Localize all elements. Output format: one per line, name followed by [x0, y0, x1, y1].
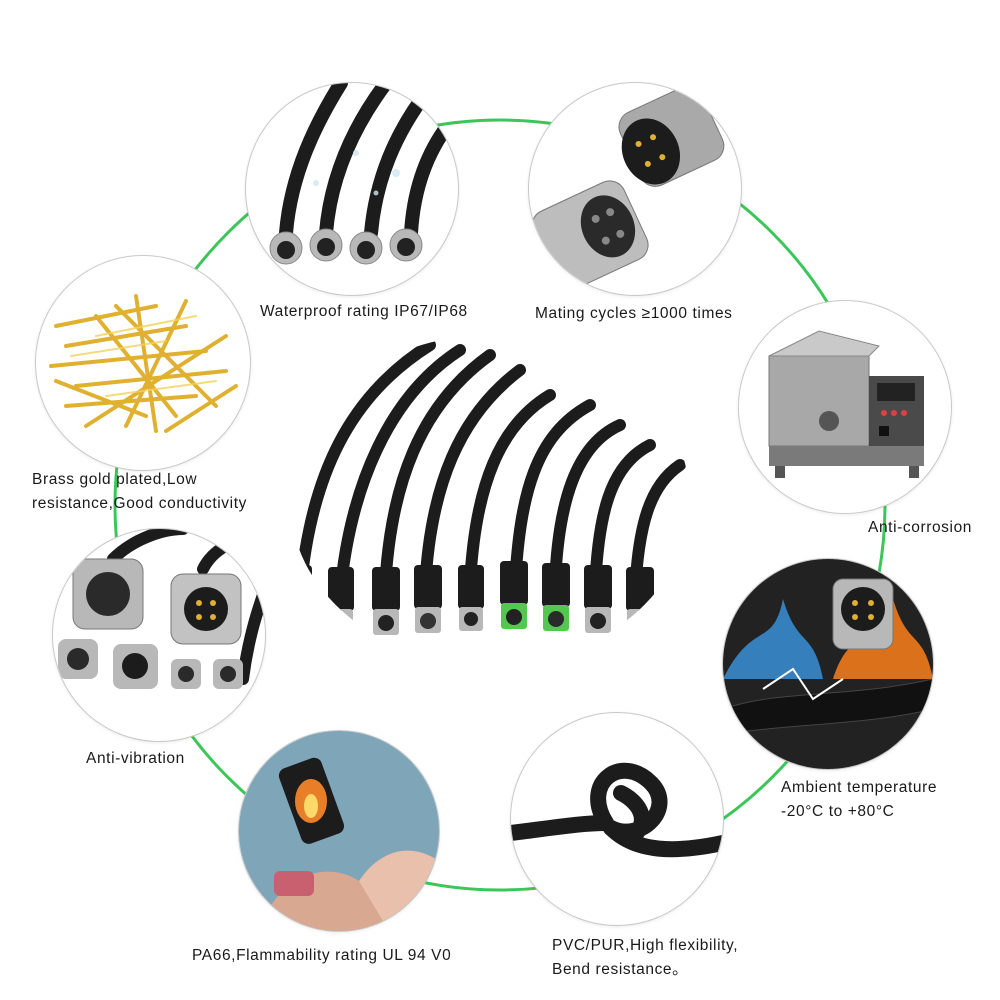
m12-connectors-waterproof-photo-icon: [269, 83, 458, 265]
flammability-photo-circle: [238, 730, 440, 932]
salt-spray-chamber-photo-icon: [768, 330, 924, 478]
temperature-label: Ambient temperature -20°C to +80°C: [781, 776, 937, 824]
flexibility-label-line1: PVC/PUR,High flexibility,: [552, 937, 739, 954]
mating-label: Mating cycles ≥1000 times: [535, 305, 733, 322]
cable-lineup-icon: [290, 339, 686, 635]
center-cable-lineup-image: [290, 335, 690, 665]
flexibility-photo-circle: [510, 712, 724, 926]
flame-test-photo-icon: [239, 731, 439, 931]
corrosion-label: Anti-corrosion: [868, 519, 973, 536]
brass-photo-circle: [35, 255, 251, 471]
vibration-label: Anti-vibration: [86, 750, 185, 767]
temperature-photo-circle: [722, 558, 934, 770]
flexibility-label-line2: Bend resistance。: [552, 961, 689, 978]
fire-ice-connector-photo-icon: [723, 559, 933, 769]
temperature-label-line1: Ambient temperature: [781, 779, 938, 796]
flexibility-label: PVC/PUR,High flexibility, Bend resistanc…: [552, 934, 738, 982]
brass-label-line2: resistance,Good conductivity: [32, 495, 247, 512]
male-female-connector-photo-icon: [531, 85, 725, 291]
assorted-connectors-photo-icon: [58, 529, 265, 689]
knotted-cable-photo-icon: [511, 762, 723, 858]
waterproof-photo-circle: [245, 82, 459, 296]
gold-pins-photo-icon: [49, 294, 238, 433]
vibration-photo-circle: [52, 528, 266, 742]
mating-photo-circle: [528, 82, 742, 296]
brass-label: Brass gold plated,Low resistance,Good co…: [32, 468, 247, 516]
flammability-label: PA66,Flammability rating UL 94 V0: [192, 947, 452, 964]
corrosion-photo-circle: [738, 300, 952, 514]
waterproof-label: Waterproof rating IP67/IP68: [260, 303, 468, 320]
brass-label-line1: Brass gold plated,Low: [32, 471, 198, 488]
temperature-label-line2: -20°C to +80°C: [781, 803, 895, 820]
